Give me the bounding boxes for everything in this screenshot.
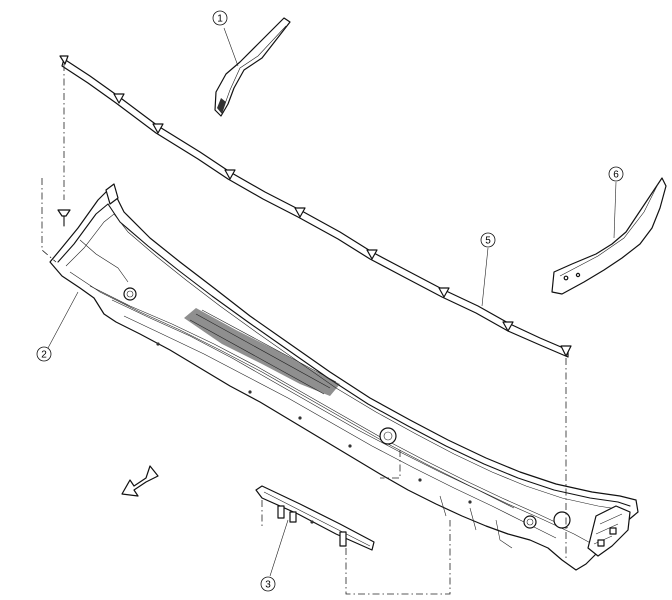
callout-3: 3 [260,519,289,592]
callout-2: 2 [36,291,79,362]
part-6-cowl-extension [551,177,667,295]
callout-label-2: 2 [41,350,47,361]
callout-label-1: 1 [217,14,223,25]
alignment-lines [41,64,567,595]
callout-label-5: 5 [485,236,491,247]
clip-fastener [57,209,71,227]
callout-1: 1 [212,10,239,67]
front-direction-arrow-icon [121,465,159,497]
part-2-cowl-top-cover [49,183,639,571]
callout-6: 6 [608,166,624,239]
part-3-cowl-lower-panel [255,485,375,551]
part-5-hood-seal [59,55,572,358]
part-1-cowl-extension [214,17,291,117]
callout-label-3: 3 [265,580,271,591]
callout-5: 5 [480,232,496,307]
callout-label-6: 6 [613,170,619,181]
